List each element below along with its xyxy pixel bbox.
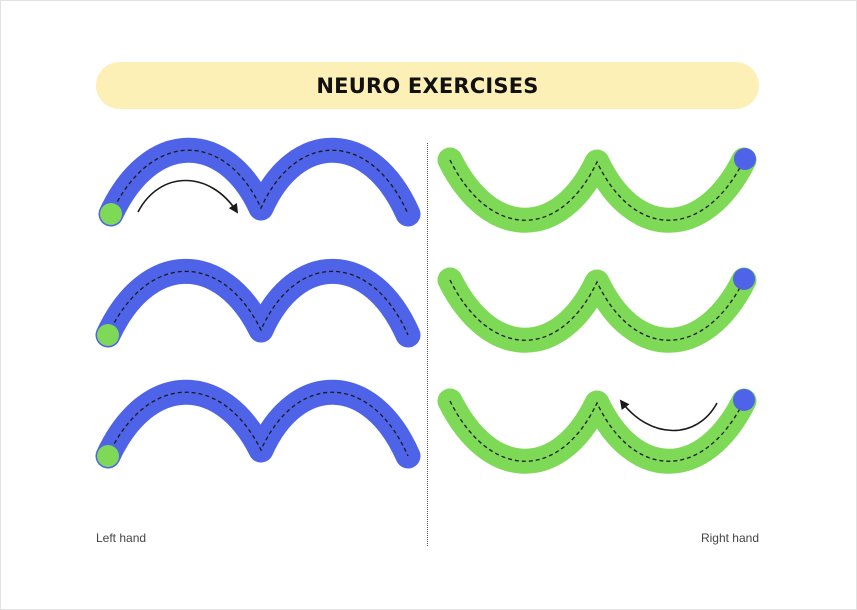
start-dot-icon [733, 268, 755, 290]
left-exercises [95, 137, 421, 469]
right-path-2[interactable] [437, 267, 757, 353]
right-exercises [437, 147, 757, 474]
arrow-icon [137, 179, 239, 214]
left-path-3[interactable] [95, 379, 421, 469]
start-dot-icon [97, 324, 119, 346]
center-divider [427, 143, 428, 546]
start-dot-icon [100, 203, 122, 225]
title-banner: NEURO EXERCISES [96, 62, 759, 109]
right-path-3[interactable] [437, 388, 757, 474]
page-title: NEURO EXERCISES [316, 73, 539, 98]
start-dot-icon [734, 148, 756, 170]
right-path-1[interactable] [437, 147, 757, 233]
left-path-2[interactable] [95, 258, 421, 348]
arrow-icon [619, 399, 718, 432]
right-hand-label: Right hand [700, 531, 759, 545]
left-path-1[interactable] [98, 137, 421, 227]
start-dot-icon [733, 389, 755, 411]
left-hand-label: Left hand [96, 531, 147, 545]
start-dot-icon [97, 445, 119, 467]
